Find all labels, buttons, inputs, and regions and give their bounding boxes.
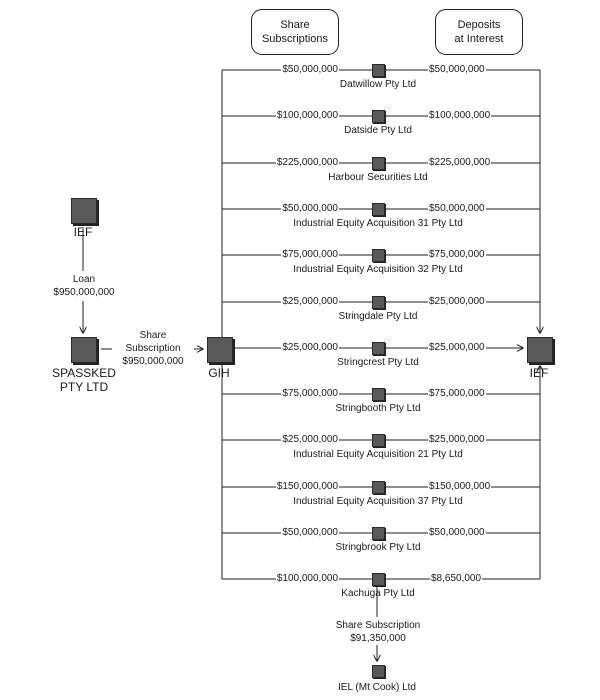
subsidiary-box xyxy=(372,64,385,77)
subsidiary-name: Harbour Securities Ltd xyxy=(328,172,428,183)
ief-top-box xyxy=(71,198,97,224)
deposit-amount: $225,000,000 xyxy=(428,157,492,169)
share-subscriptions-header-text: Share Subscriptions xyxy=(261,19,329,45)
subsidiary-name: Datside Pty Ltd xyxy=(344,125,412,136)
loan-label: Loan $950,000,000 xyxy=(38,273,130,299)
share-amount: $100,000,000 xyxy=(275,110,339,122)
gih-label: GIH xyxy=(208,366,230,380)
subsidiary-name: Industrial Equity Acquisition 21 Pty Ltd xyxy=(293,449,463,460)
share-amount: $150,000,000 xyxy=(275,481,339,493)
deposit-amount: $75,000,000 xyxy=(428,388,486,400)
subsidiary-box xyxy=(372,388,385,401)
deposit-amount: $50,000,000 xyxy=(428,203,486,215)
subsidiary-box xyxy=(372,157,385,170)
deposit-amount: $25,000,000 xyxy=(428,434,486,446)
subsidiary-name: Datwillow Pty Ltd xyxy=(339,79,417,90)
deposit-amount: $8,650,000 xyxy=(430,573,483,585)
iel-mt-cook-box xyxy=(372,665,385,678)
share-amount: $50,000,000 xyxy=(281,203,339,215)
subsidiary-name: Stringcrest Pty Ltd xyxy=(337,357,419,368)
subsidiary-name: Industrial Equity Acquisition 32 Pty Ltd xyxy=(293,264,463,275)
share-amount: $225,000,000 xyxy=(275,157,339,169)
deposit-amount: $150,000,000 xyxy=(428,481,492,493)
spassked-box xyxy=(71,337,97,363)
subsidiary-name: Kachuga Pty Ltd xyxy=(341,588,415,599)
ief-right-box xyxy=(527,337,553,363)
share-subscription-gih-label: Share Subscription $950,000,000 xyxy=(112,329,194,368)
subsidiary-box xyxy=(372,296,385,309)
ief-top-label: IEF xyxy=(73,225,93,239)
share-amount: $100,000,000 xyxy=(275,573,339,585)
share-amount: $50,000,000 xyxy=(281,527,339,539)
deposit-amount: $50,000,000 xyxy=(428,527,486,539)
share-amount: $25,000,000 xyxy=(281,342,339,354)
deposit-amount: $75,000,000 xyxy=(428,249,486,261)
ief-right-label: IEF xyxy=(529,366,549,380)
subsidiary-name: Stringbrook Pty Ltd xyxy=(335,542,421,553)
share-amount: $75,000,000 xyxy=(281,249,339,261)
subsidiary-name: Stringdale Pty Ltd xyxy=(338,311,418,322)
subsidiary-name: Stringbooth Pty Ltd xyxy=(335,403,421,414)
deposits-at-interest-header-text: Deposits at Interest xyxy=(454,19,504,45)
subsidiary-box xyxy=(372,203,385,216)
share-amount: $50,000,000 xyxy=(281,64,339,76)
share-amount: $25,000,000 xyxy=(281,434,339,446)
deposit-amount: $25,000,000 xyxy=(428,296,486,308)
iel-mt-cook-label: IEL (Mt Cook) Ltd xyxy=(338,682,416,693)
subsidiary-name: Industrial Equity Acquisition 31 Pty Ltd xyxy=(293,218,463,229)
subsidiary-box xyxy=(372,573,385,586)
subsidiary-box xyxy=(372,527,385,540)
subsidiary-name: Industrial Equity Acquisition 37 Pty Ltd xyxy=(293,496,463,507)
subsidiary-box xyxy=(372,342,385,355)
share-subscriptions-header: Share Subscriptions xyxy=(251,9,339,55)
subsidiary-box xyxy=(372,249,385,262)
gih-box xyxy=(207,337,233,363)
deposits-at-interest-header: Deposits at Interest xyxy=(435,9,523,55)
deposit-amount: $100,000,000 xyxy=(428,110,492,122)
share-subscription-kachuga-label: Share Subscription $91,350,000 xyxy=(318,619,438,645)
deposit-amount: $50,000,000 xyxy=(428,64,486,76)
subsidiary-box xyxy=(372,434,385,447)
subsidiary-box xyxy=(372,110,385,123)
share-amount: $25,000,000 xyxy=(281,296,339,308)
deposit-amount: $25,000,000 xyxy=(428,342,486,354)
share-amount: $75,000,000 xyxy=(281,388,339,400)
spassked-label: SPASSKED PTY LTD xyxy=(52,366,116,394)
subsidiary-box xyxy=(372,481,385,494)
